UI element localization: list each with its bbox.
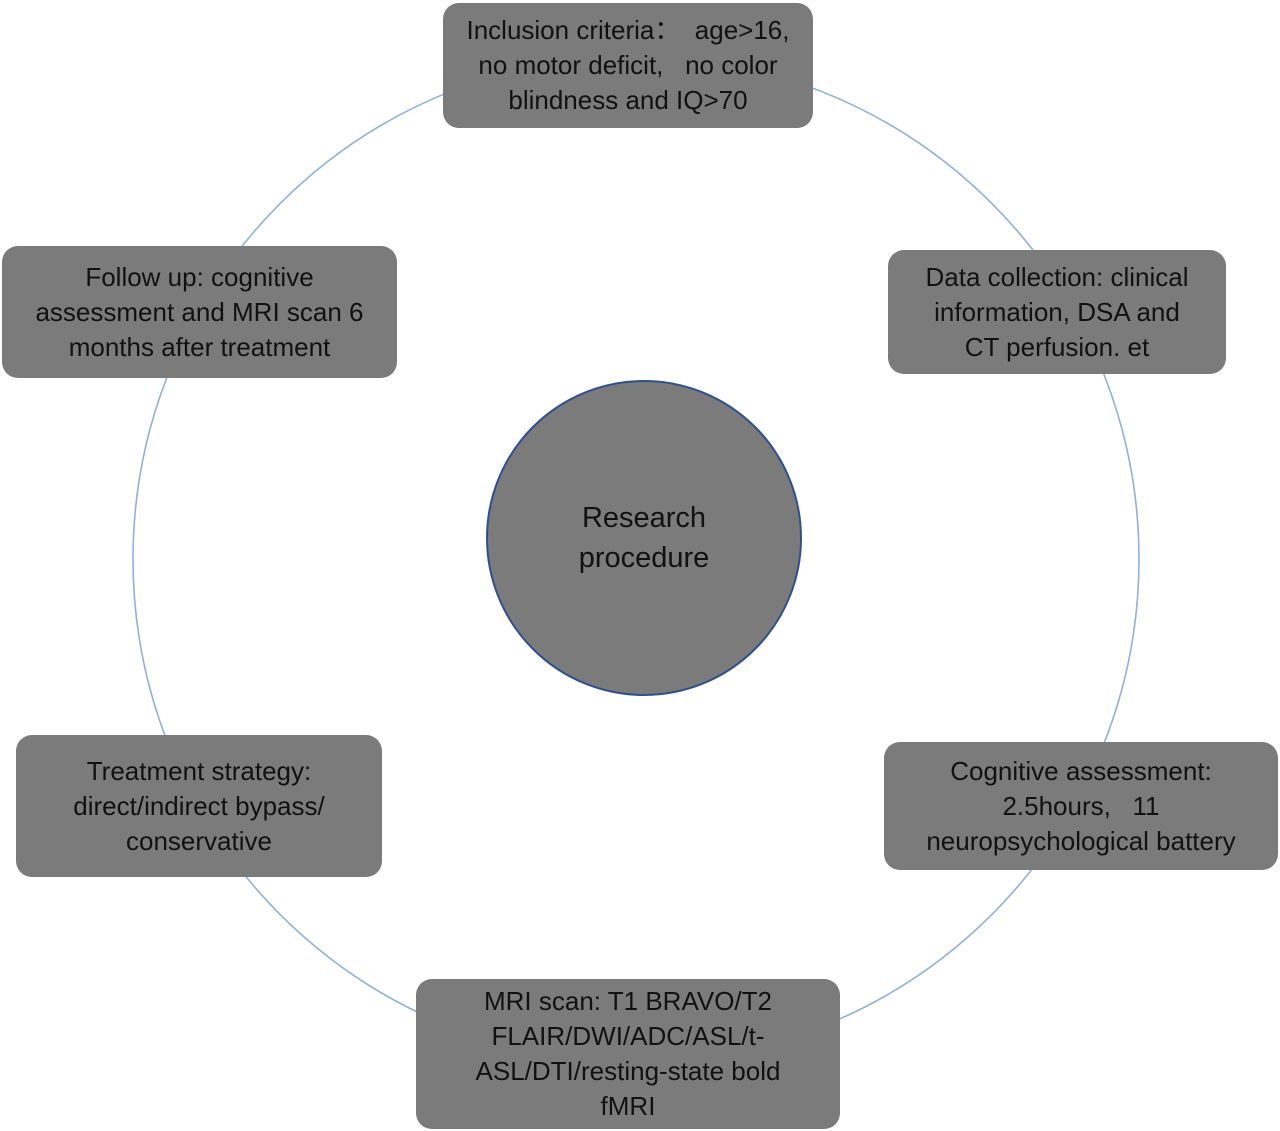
step-inclusion-line-1: Inclusion criteria： age>16, [466,15,790,45]
step-cognitive-line-1: Cognitive assessment: [950,755,1212,786]
step-treatment-line-2: direct/indirect bypass/ [73,790,325,821]
center-label-line-1: Research [581,502,707,534]
step-follow-up-line-2: assessment and MRI scan 6 [35,296,364,327]
step-mri-line-3: ASL/DTI/resting-state bold [475,1056,781,1086]
step-data-collection-line-1: Data collection: clinical [925,261,1189,292]
step-treatment-line-1: Treatment strategy: [86,755,312,786]
step-data-collection-line-2: information, DSA and [934,296,1180,327]
step-mri-line-1: MRI scan: T1 BRAVO/T2 [483,986,772,1016]
step-follow-up-line-1: Follow up: cognitive [85,261,314,292]
step-treatment-strategy: Treatment strategy: direct/indirect bypa… [16,735,382,877]
step-cognitive-line-3: neuropsychological battery [926,825,1236,856]
step-treatment-line-3: conservative [126,825,272,856]
step-data-collection: Data collection: clinical information, D… [888,250,1226,374]
step-cognitive-assessment: Cognitive assessment: 2.5hours, 11 neuro… [884,742,1278,870]
step-inclusion-line-3: blindness and IQ>70 [508,85,748,115]
step-mri-line-4: fMRI [600,1091,656,1121]
step-follow-up: Follow up: cognitive assessment and MRI … [2,246,397,378]
center-label-line-2: procedure [578,542,710,574]
step-mri-scan: MRI scan: T1 BRAVO/T2 FLAIR/DWI/ADC/ASL/… [416,979,840,1129]
center-node-research-procedure: Research procedure [486,380,802,696]
step-inclusion-line-2: no motor deficit, no color [478,50,778,80]
step-cognitive-line-2: 2.5hours, 11 [1002,790,1160,821]
step-mri-line-2: FLAIR/DWI/ADC/ASL/t- [491,1021,765,1051]
step-inclusion-criteria: Inclusion criteria： age>16, no motor def… [443,3,813,128]
step-follow-up-line-3: months after treatment [68,331,331,362]
step-data-collection-line-3: CT perfusion. et [964,331,1150,362]
